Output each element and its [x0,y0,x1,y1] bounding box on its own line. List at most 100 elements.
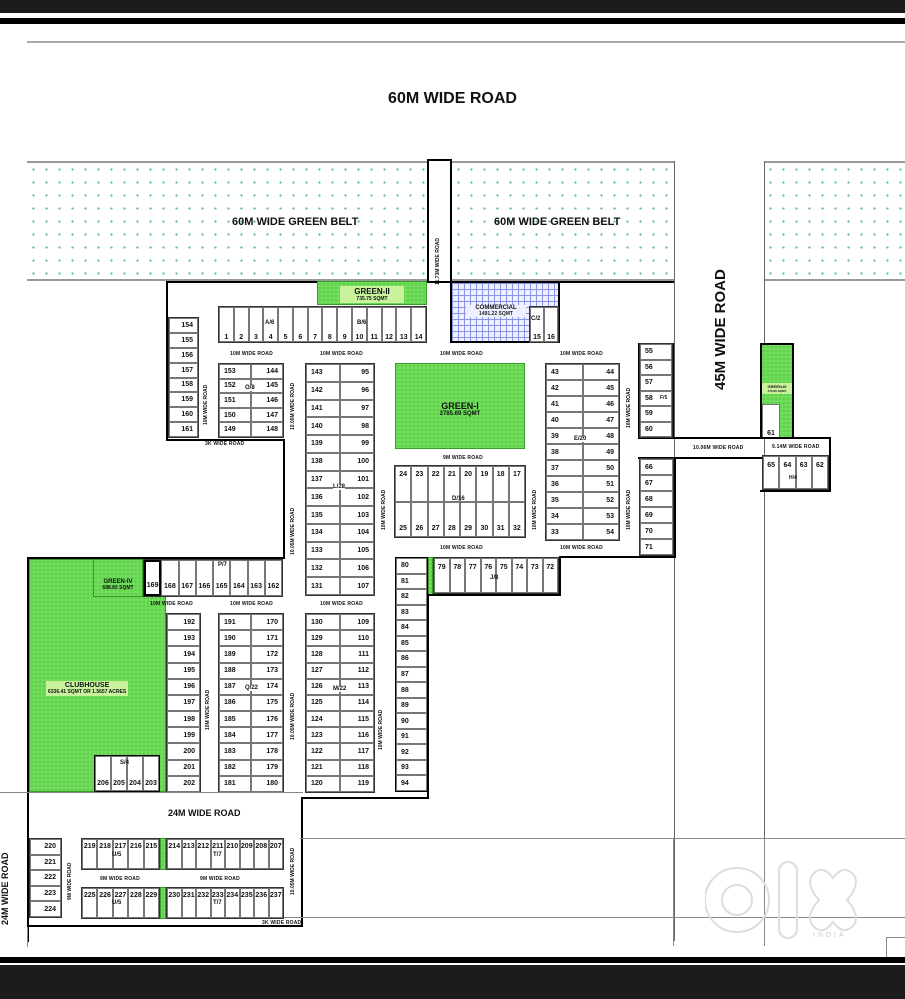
plot-104[interactable]: 104 [340,523,374,542]
plot-11[interactable]: 11 [366,307,382,342]
plot-222[interactable]: 222 [30,870,61,886]
plot-166[interactable]: 166 [195,560,213,596]
plot-158[interactable]: 158 [169,377,198,393]
plot-125[interactable]: 125 [306,694,340,712]
plot-119[interactable]: 119 [340,775,374,792]
plot-133[interactable]: 133 [306,541,340,560]
plot-231[interactable]: 231 [181,888,196,918]
plot-149[interactable]: 149 [219,422,251,437]
plot-221[interactable]: 221 [30,854,61,871]
plot-143[interactable]: 143 [306,364,340,382]
plot-173[interactable]: 173 [251,662,283,679]
plot-160[interactable]: 160 [169,407,198,423]
plot-210[interactable]: 210 [225,839,240,869]
plot-171[interactable]: 171 [251,630,283,647]
plot-132[interactable]: 132 [306,559,340,578]
plot-217[interactable]: 217 [112,839,129,869]
plot-205[interactable]: 205 [111,756,127,791]
plot-109[interactable]: 109 [340,614,374,631]
plot-234[interactable]: 234 [225,888,240,918]
plot-131[interactable]: 131 [306,577,340,595]
plot-220[interactable]: 220 [30,839,61,855]
plot-201[interactable]: 201 [167,759,200,776]
plot-111[interactable]: 111 [340,646,374,663]
plot-129[interactable]: 129 [306,630,340,647]
plot-67[interactable]: 67 [640,475,673,491]
plot-106[interactable]: 106 [340,559,374,578]
plot-188[interactable]: 188 [219,662,251,679]
plot-118[interactable]: 118 [340,759,374,776]
plot-177[interactable]: 177 [251,727,283,744]
plot-114[interactable]: 114 [340,694,374,712]
plot-7[interactable]: 7 [307,307,323,342]
plot-209[interactable]: 209 [239,839,254,869]
plot-124[interactable]: 124 [306,711,340,728]
plot-215[interactable]: 215 [143,839,159,869]
plot-191[interactable]: 191 [219,614,251,631]
plot-26[interactable]: 26 [411,501,428,537]
plot-225[interactable]: 225 [82,888,98,918]
plot-192[interactable]: 192 [167,614,200,631]
plot-214[interactable]: 214 [167,839,182,869]
plot-60[interactable]: 60 [640,421,672,437]
plot-93[interactable]: 93 [396,759,427,776]
plot-168[interactable]: 168 [161,560,179,596]
plot-223[interactable]: 223 [30,885,61,902]
plot-74[interactable]: 74 [511,558,527,593]
plot-62[interactable]: 62 [811,456,828,489]
plot-195[interactable]: 195 [167,662,200,679]
plot-95[interactable]: 95 [340,364,374,382]
plot-156[interactable]: 156 [169,347,198,363]
plot-42[interactable]: 42 [546,380,583,396]
plot-202[interactable]: 202 [167,775,200,792]
plot-161[interactable]: 161 [169,422,198,437]
plot-233[interactable]: 233 [210,888,225,918]
plot-105[interactable]: 105 [340,541,374,560]
plot-142[interactable]: 142 [306,381,340,400]
plot-138[interactable]: 138 [306,452,340,471]
plot-117[interactable]: 117 [340,743,374,760]
plot-200[interactable]: 200 [167,743,200,760]
plot-17[interactable]: 17 [508,466,525,502]
plot-87[interactable]: 87 [396,666,427,683]
plot-71[interactable]: 71 [640,539,673,555]
plot-159[interactable]: 159 [169,392,198,408]
plot-157[interactable]: 157 [169,362,198,378]
plot-89[interactable]: 89 [396,697,427,714]
plot-61[interactable]: 61 [762,404,780,438]
plot-65[interactable]: 65 [763,456,780,489]
plot-183[interactable]: 183 [219,743,251,760]
plot-79[interactable]: 79 [434,558,450,593]
plot-136[interactable]: 136 [306,488,340,507]
plot-180[interactable]: 180 [251,775,283,792]
plot-134[interactable]: 134 [306,523,340,542]
plot-76[interactable]: 76 [480,558,496,593]
plot-150[interactable]: 150 [219,407,251,423]
plot-146[interactable]: 146 [251,393,283,408]
plot-198[interactable]: 198 [167,711,200,728]
plot-206[interactable]: 206 [95,756,111,791]
plot-135[interactable]: 135 [306,506,340,524]
plot-80[interactable]: 80 [396,558,427,574]
plot-69[interactable]: 69 [640,507,673,523]
plot-154[interactable]: 154 [169,318,198,333]
plot-23[interactable]: 23 [411,466,428,502]
plot-25[interactable]: 25 [395,501,412,537]
plot-21[interactable]: 21 [443,466,460,502]
plot-229[interactable]: 229 [143,888,159,918]
plot-102[interactable]: 102 [340,488,374,507]
plot-96[interactable]: 96 [340,381,374,400]
plot-38[interactable]: 38 [546,444,583,460]
plot-37[interactable]: 37 [546,460,583,476]
plot-116[interactable]: 116 [340,727,374,744]
plot-178[interactable]: 178 [251,743,283,760]
plot-164[interactable]: 164 [230,560,248,596]
plot-122[interactable]: 122 [306,743,340,760]
plot-110[interactable]: 110 [340,630,374,647]
plot-107[interactable]: 107 [340,577,374,595]
plot-28[interactable]: 28 [443,501,460,537]
plot-33[interactable]: 33 [546,524,583,540]
plot-59[interactable]: 59 [640,406,672,422]
plot-55[interactable]: 55 [640,344,672,360]
plot-162[interactable]: 162 [264,560,282,596]
